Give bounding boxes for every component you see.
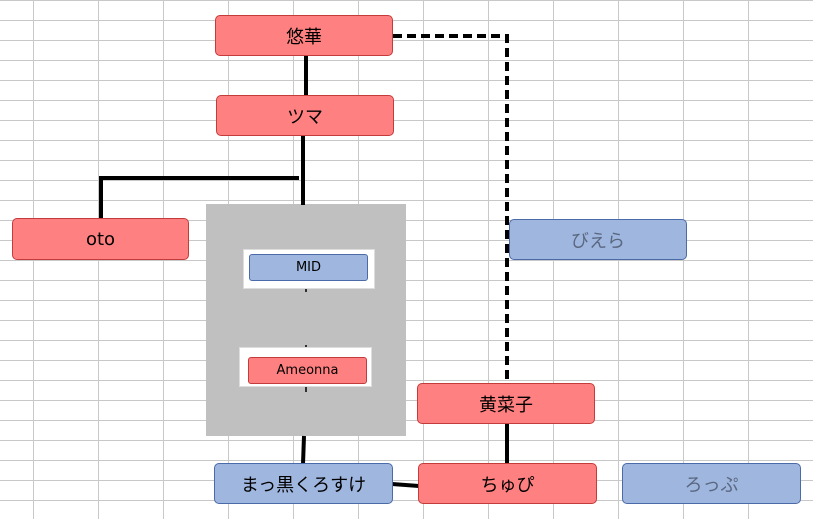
node-tsuma-label: ツマ [287,106,323,128]
node-ameonna[interactable]: Ameonna [248,357,367,384]
connector-panel-makkuro [301,435,306,465]
node-yuuka[interactable]: 悠華 [215,15,393,56]
node-chupi-label: ちゅぴ [480,474,535,496]
group-panel [206,204,406,436]
node-mid[interactable]: MID [249,254,368,281]
node-ameonna-label: Ameonna [276,363,339,378]
node-biera-label: びえら [571,230,625,252]
connector-makkuro-chupi [391,482,420,488]
node-yuuka-label: 悠華 [286,26,322,48]
node-kinako[interactable]: 黄菜子 [417,383,595,424]
node-makkuro[interactable]: まっ黒くろすけ [214,463,393,504]
node-tsuma[interactable]: ツマ [216,95,394,136]
node-roppu-label: ろっぷ [684,474,739,496]
node-roppu[interactable]: ろっぷ [622,463,801,504]
connector-oto-branch [99,176,299,218]
node-oto[interactable]: oto [12,218,189,260]
node-makkuro-label: まっ黒くろすけ [240,474,367,496]
connector-yuuka-kinako-dashed [393,34,509,383]
node-kinako-label: 黄菜子 [479,394,533,416]
node-oto-label: oto [85,228,116,250]
node-chupi[interactable]: ちゅぴ [418,463,597,504]
node-biera[interactable]: びえら [509,219,687,260]
node-mid-label: MID [295,260,322,275]
